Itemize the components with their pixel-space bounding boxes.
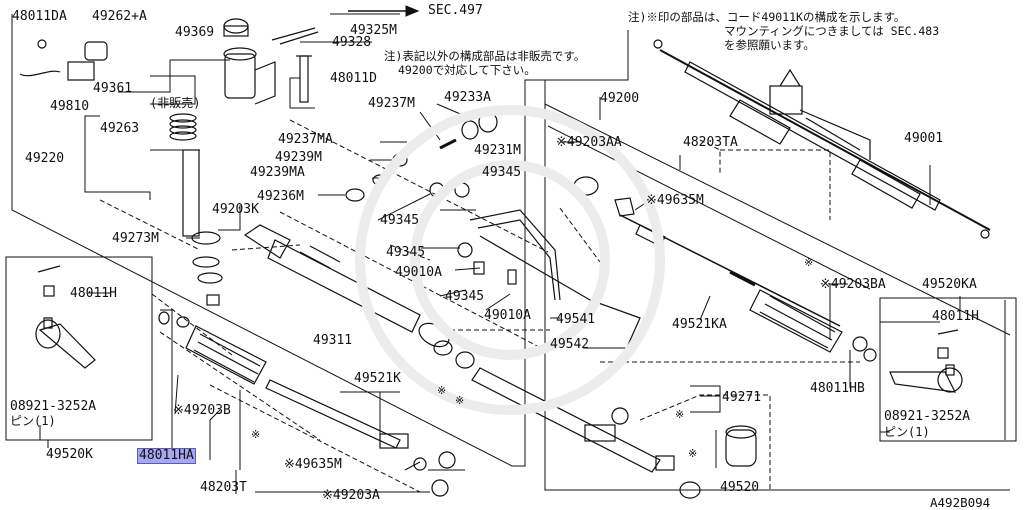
part-label[interactable]: 49239M	[275, 150, 322, 165]
steering-rack-49001	[684, 61, 941, 211]
part-label[interactable]: 49273M	[112, 231, 159, 246]
part-label[interactable]: 49263	[100, 121, 140, 136]
part-label[interactable]: 49541	[556, 312, 596, 327]
part-label[interactable]: 49345	[482, 165, 522, 180]
part-label[interactable]: 49237M	[368, 96, 415, 111]
note-not-sold: 注)表記以外の構成部品は非販売です。	[384, 49, 586, 63]
part-label[interactable]: 49521KA	[672, 317, 727, 332]
part-label[interactable]: 49345	[386, 245, 426, 260]
part-label[interactable]: 49271	[722, 390, 762, 405]
part-label[interactable]: ※49635M	[646, 193, 704, 208]
valve-housing	[224, 53, 256, 99]
part-label[interactable]: 49542	[550, 337, 590, 352]
star-marker: ※	[251, 428, 261, 441]
part-label[interactable]: 49203K	[212, 202, 259, 217]
part-label[interactable]: 49233A	[444, 90, 491, 105]
star-marker: ※	[804, 256, 814, 269]
part-label[interactable]: ※49203AA	[556, 135, 622, 150]
figure-id: A492B094	[930, 495, 991, 510]
part-label[interactable]: 49369	[175, 25, 215, 40]
bushing-49520	[725, 429, 757, 467]
part-label[interactable]: 49231M	[474, 143, 521, 158]
springs-49263	[169, 131, 197, 141]
star-marker: ※	[455, 394, 465, 407]
boot-49203B	[185, 325, 267, 385]
part-label[interactable]: 49810	[50, 99, 90, 114]
part-label[interactable]: 49239MA	[250, 165, 305, 180]
part-label[interactable]: 48011D	[330, 71, 377, 86]
part-label[interactable]: 49200	[600, 91, 640, 106]
pin-qty-label: ピン(1)	[884, 425, 930, 439]
pinion-shaft-49220	[182, 149, 200, 237]
section-ref-label[interactable]: SEC.497	[428, 3, 483, 18]
part-label[interactable]: 49328	[332, 35, 372, 50]
star-marker: ※	[675, 408, 685, 421]
bolt-48011D	[299, 55, 309, 103]
part-label[interactable]: 49262+A	[92, 9, 147, 24]
star-marker: ※	[437, 384, 447, 397]
part-label[interactable]: 48011DA	[12, 9, 67, 24]
pin-part-label[interactable]: 08921-3252A	[10, 399, 97, 414]
part-label[interactable]: 49236M	[257, 189, 304, 204]
seal-49273M	[191, 231, 221, 245]
clip-49635M	[614, 197, 635, 217]
part-label[interactable]: 49237MA	[278, 132, 333, 147]
tie-rod-end-kit-box-right	[879, 297, 1017, 442]
pin-qty-label: ピン(1)	[10, 414, 56, 428]
part-label[interactable]: 49220	[25, 151, 65, 166]
part-label-highlighted[interactable]: 48011HA	[137, 448, 196, 464]
part-label[interactable]: 48011HB	[810, 381, 865, 396]
bracket-49810	[67, 61, 95, 81]
part-label[interactable]: 49520	[720, 480, 760, 495]
part-label[interactable]: 49001	[904, 131, 944, 146]
part-label[interactable]: ※49203BA	[820, 277, 886, 292]
part-label[interactable]: 49520K	[46, 447, 93, 462]
not-sold-label: (非販売)	[150, 96, 201, 110]
rack-bar-49271	[471, 367, 661, 473]
rack-housing-49311	[267, 239, 421, 333]
part-label[interactable]: 48203T	[200, 480, 247, 495]
rack-housing-flange	[243, 224, 291, 259]
boot-49203BA	[749, 289, 843, 353]
part-label[interactable]: 48011H	[932, 309, 979, 324]
tie-rod-end-left	[38, 323, 96, 369]
part-label[interactable]: 48011H	[70, 286, 117, 301]
pin-part-label[interactable]: 08921-3252A	[884, 409, 971, 424]
note-refer: を参照願います。	[724, 38, 815, 52]
part-label[interactable]: ※49203A	[322, 488, 380, 503]
sensor-49262	[84, 41, 108, 61]
part-label[interactable]: 49325M	[350, 23, 397, 38]
part-label[interactable]: ※49203B	[173, 403, 231, 418]
gearbox-enclosure-line	[11, 14, 629, 467]
watermark-emblem	[355, 105, 665, 415]
part-label[interactable]: ※49635M	[284, 457, 342, 472]
part-label[interactable]: 49010A	[395, 265, 442, 280]
part-label[interactable]: 49345	[380, 213, 420, 228]
part-label[interactable]: 49311	[313, 333, 353, 348]
part-label[interactable]: 49521K	[354, 371, 401, 386]
tie-rod-end-right	[889, 371, 957, 393]
star-marker: ※	[688, 447, 698, 460]
part-label[interactable]: 49010A	[484, 308, 531, 323]
note-use-49200: 49200で対応して下さい。	[398, 63, 536, 77]
tie-rod-end-kit-box-left	[5, 256, 153, 441]
part-label[interactable]: 49345	[445, 289, 485, 304]
part-label[interactable]: 49520KA	[922, 277, 977, 292]
note-mounting: マウンティングにつきましては SEC.483	[724, 24, 940, 38]
note-star-parts: 注)※印の部品は、コード49011Kの構成を示します。	[628, 10, 906, 24]
rack-assembly-enclosure	[544, 80, 1010, 491]
part-label[interactable]: 48203TA	[683, 135, 738, 150]
part-label[interactable]: 49361	[93, 81, 133, 96]
